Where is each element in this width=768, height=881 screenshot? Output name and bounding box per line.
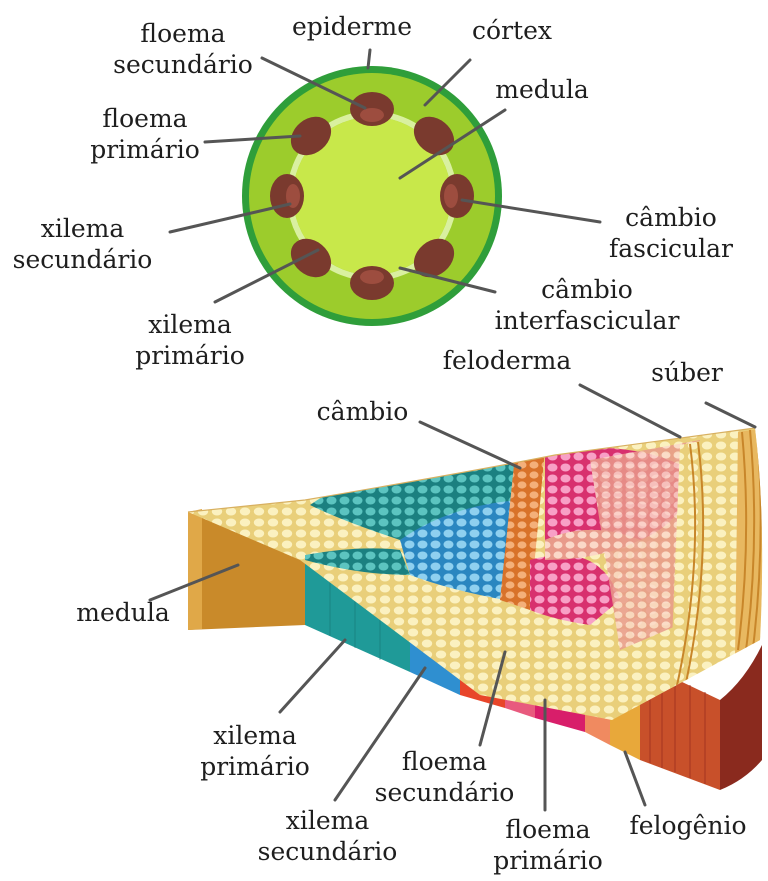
cork-face: [720, 645, 762, 790]
label-xilema-secundario-bottom-line1: xilema: [245, 805, 410, 836]
label-xilema-primario-bottom-line1: xilema: [185, 720, 325, 751]
label-feloderma: feloderma: [432, 345, 582, 376]
label-floema-secundario-top-line2: secundário: [103, 49, 263, 80]
label-xilema-primario-top-line2: primário: [120, 340, 260, 371]
label-floema-secundario-top: floema secundário: [103, 18, 263, 80]
label-floema-primario-bottom-line2: primário: [478, 845, 618, 876]
label-xilema-secundario-top: xilema secundário: [0, 213, 165, 275]
label-xilema-primario-top-line1: xilema: [120, 309, 260, 340]
label-medula-bottom: medula: [68, 597, 178, 628]
label-cambio: câmbio: [300, 396, 425, 427]
label-floema-primario-bottom-line1: floema: [478, 814, 618, 845]
label-floema-primario-top-line1: floema: [80, 103, 210, 134]
label-xilema-secundario-bottom: xilema secundário: [245, 805, 410, 867]
label-floema-secundario-bottom: floema secundário: [362, 746, 527, 808]
label-epiderme: epiderme: [287, 11, 417, 42]
label-floema-primario-top: floema primário: [80, 103, 210, 165]
label-cambio-interfascicular-line2: interfascicular: [487, 305, 687, 336]
label-xilema-primario-bottom: xilema primário: [185, 720, 325, 782]
label-cambio-fascicular-line1: câmbio: [596, 202, 746, 233]
label-floema-primario-top-line2: primário: [80, 134, 210, 165]
label-cambio-fascicular: câmbio fascicular: [596, 202, 746, 264]
label-cambio-interfascicular-line1: câmbio: [487, 274, 687, 305]
label-cortex: córtex: [462, 15, 562, 46]
label-floema-secundario-top-line1: floema: [103, 18, 263, 49]
label-felogenio: felogênio: [618, 810, 758, 841]
label-medula-top: medula: [487, 74, 597, 105]
label-xilema-secundario-top-line2: secundário: [0, 244, 165, 275]
label-xilema-secundario-top-line1: xilema: [0, 213, 165, 244]
label-xilema-primario-top: xilema primário: [120, 309, 260, 371]
label-xilema-secundario-bottom-line2: secundário: [245, 836, 410, 867]
label-floema-secundario-bottom-line2: secundário: [362, 777, 527, 808]
label-floema-primario-bottom: floema primário: [478, 814, 618, 876]
label-cambio-fascicular-line2: fascicular: [596, 233, 746, 264]
label-floema-secundario-bottom-line1: floema: [362, 746, 527, 777]
label-xilema-primario-bottom-line2: primário: [185, 751, 325, 782]
label-suber: súber: [637, 357, 737, 388]
label-cambio-interfascicular: câmbio interfascicular: [487, 274, 687, 336]
